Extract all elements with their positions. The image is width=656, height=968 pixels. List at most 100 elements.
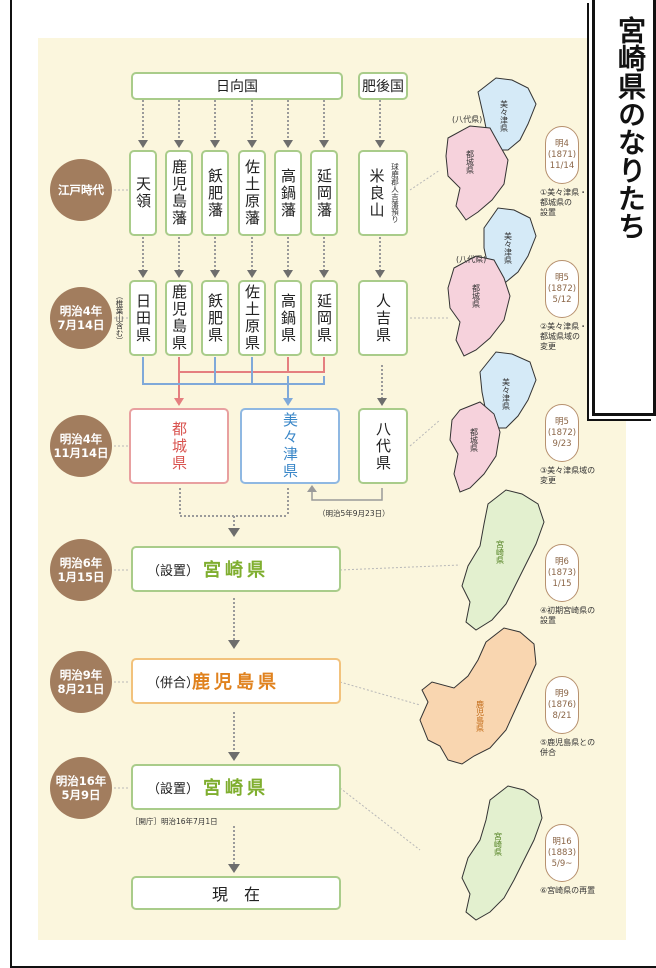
yatsushiro-return-arrow [307, 485, 317, 492]
prefecture-label: 佐土原県 [243, 284, 261, 352]
svg-text:宮崎県: 宮崎県 [496, 539, 505, 565]
meiji16-prefecture-name: 宮崎県 [203, 778, 269, 799]
meiji9-box: （併合） 鹿児島県 [131, 658, 341, 704]
meiji4-prefecture: 佐土原県 [238, 280, 266, 356]
map-caption: ①美々津県・ 都城県の 設置 [540, 188, 588, 217]
edo-domain-label: 鹿児島藩 [170, 159, 188, 227]
hyuga-label: 日向国 [216, 79, 258, 95]
meiji4-prefecture: 人吉県 [358, 280, 408, 356]
miyakonojo-arrow [174, 398, 184, 406]
meiji6-box: （設置） 宮崎県 [131, 546, 341, 592]
shiiba-note: （椎葉山含む） [114, 292, 125, 345]
meiji9-action-label: （併合） [147, 675, 200, 691]
edo-domain: 鹿児島藩 [165, 150, 193, 236]
svg-text:都城県: 都城県 [470, 428, 479, 453]
svg-text:鹿児島県: 鹿児島県 [476, 699, 485, 733]
svg-text:(八代県): (八代県) [456, 254, 486, 264]
prefecture-label: 高鍋県 [279, 292, 297, 344]
edo-domain-mera: 米良山 球磨郡人吉藩預り [358, 150, 408, 236]
svg-text:美々津県: 美々津県 [504, 231, 513, 265]
mimitsu-prefecture-box: 美々津県 [240, 408, 340, 484]
map-date-badge: 明16 (1883) 5/9~ [545, 824, 579, 882]
meiji16-box: （設置） 宮崎県 [131, 764, 341, 810]
map-caption: ③美々津県域の 変更 [540, 466, 596, 485]
edo-domain-label: 高鍋藩 [279, 167, 297, 219]
map-3: 美々津県 都城県 [449, 351, 537, 493]
era-edo: 江戸時代 [50, 159, 112, 221]
outer-frame [10, 0, 656, 968]
present-label: 現 在 [211, 885, 260, 904]
era-meiji4-nov: 明治4年 11月14日 [50, 415, 112, 477]
map-caption: ⑤鹿児島県との 併合 [540, 738, 596, 757]
map-6: 宮崎県 [461, 785, 543, 921]
prefecture-label: 人吉県 [374, 292, 392, 344]
meiji4-prefecture: 高鍋県 [274, 280, 302, 356]
edo-domain-label: 米良山 [367, 167, 386, 219]
edo-domain-label: 佐土原藩 [243, 159, 261, 227]
edo-domain: 高鍋藩 [274, 150, 302, 236]
miyakonojo-prefecture-box: 都城県 [129, 408, 229, 484]
map-date-badge: 明6 (1873) 1/15 [545, 544, 579, 602]
yatsushiro-date-note: （明治5年9月23日） [318, 509, 390, 518]
miyakonojo-label: 都城県 [170, 420, 188, 472]
mimitsu-arrow [283, 398, 293, 406]
page-title: 宮崎県のなりたち [614, 16, 647, 240]
hyuga-province-bar: 日向国 [131, 72, 343, 100]
map-caption: ②美々津県・ 都城県域の 変更 [540, 322, 588, 351]
edo-domain: 佐土原藩 [238, 150, 266, 236]
gray-arrow-connectors [142, 100, 383, 864]
title-box: 宮崎県のなりたち [592, 0, 656, 416]
map-caption: ④初期宮崎県の 設置 [540, 606, 596, 625]
arrow-heads [138, 140, 387, 873]
edo-domain-label: 飫肥藩 [206, 167, 224, 219]
svg-text:宮崎県: 宮崎県 [494, 831, 503, 857]
map-4: 宮崎県 [461, 489, 545, 631]
meiji4-prefecture: 延岡県 [310, 280, 338, 356]
meiji16-action-label: （設置） [147, 781, 200, 797]
prefecture-label: 日田県 [134, 292, 152, 344]
prefecture-label: 飫肥県 [206, 292, 224, 344]
yatsushiro-return-line [311, 488, 383, 501]
yatsushiro-prefecture-box: 八代県 [358, 408, 408, 484]
map-date-badge: 明5 (1872) 9/23 [545, 404, 579, 462]
svg-text:美々津県: 美々津県 [502, 377, 511, 411]
map-5: 鹿児島県 [419, 627, 537, 765]
edo-domain: 延岡藩 [310, 150, 338, 236]
svg-text:都城県: 都城県 [466, 150, 475, 175]
kaicho-note: ［開庁］明治16年7月1日 [131, 817, 218, 826]
edo-domain-label: 天領 [134, 176, 152, 210]
map-2: 美々津県 都城県 (八代県) [447, 207, 537, 357]
shiiba-note-text: （椎葉山含む） [115, 292, 124, 345]
map-caption: ⑥宮崎県の再置 [540, 886, 596, 895]
era-meiji16: 明治16年 5月9日 [50, 757, 112, 819]
meiji4-prefecture: 飫肥県 [201, 280, 229, 356]
era-meiji4-july: 明治4年 7月14日 [50, 287, 112, 349]
svg-text:(八代県): (八代県) [452, 114, 482, 124]
map-1: 美々津県 都城県 (八代県) [445, 77, 537, 221]
edo-domain: 天領 [129, 150, 157, 236]
prefecture-label: 鹿児島県 [170, 284, 188, 352]
svg-text:都城県: 都城県 [472, 284, 481, 309]
mimitsu-label: 美々津県 [281, 412, 299, 480]
era-meiji6: 明治6年 1月15日 [50, 539, 112, 601]
meiji6-action-label: （設置） [147, 563, 200, 579]
map-date-badge: 明9 (1876) 8/21 [545, 676, 579, 734]
higo-label: 肥後国 [362, 79, 404, 95]
map-date-badge: 明4 (1871) 11/14 [545, 126, 579, 184]
edo-domain-note: 球磨郡人吉藩預り [390, 163, 400, 223]
higo-province-bar: 肥後国 [358, 72, 408, 100]
meiji4-prefecture: 鹿児島県 [165, 280, 193, 356]
meiji9-prefecture-name: 鹿児島県 [192, 672, 280, 693]
meiji4-prefecture: 日田県 [129, 280, 157, 356]
meiji6-prefecture-name: 宮崎県 [203, 560, 269, 581]
map-date-badge: 明5 (1872) 5/12 [545, 260, 579, 318]
svg-text:美々津県: 美々津県 [500, 99, 509, 133]
mimitsu-merge-lines [142, 357, 325, 398]
era-meiji9: 明治9年 8月21日 [50, 651, 112, 713]
edo-domain: 飫肥藩 [201, 150, 229, 236]
present-bar: 現 在 [131, 876, 341, 910]
era-leaders [110, 169, 461, 851]
yatsushiro-label: 八代県 [374, 420, 392, 472]
prefecture-label: 延岡県 [315, 292, 333, 344]
